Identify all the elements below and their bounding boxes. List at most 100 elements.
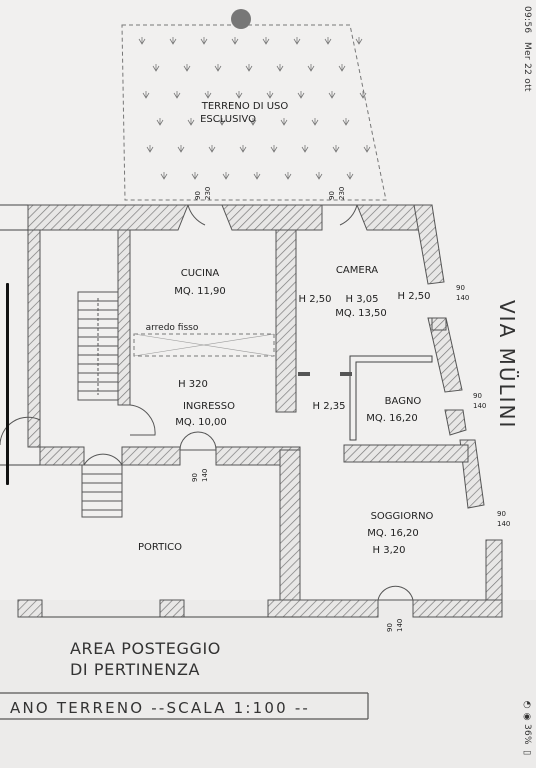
bagno-name: BAGNO	[385, 396, 422, 407]
scale-label: ANO TERRENO --SCALA 1:100 --	[10, 699, 310, 717]
opening-4-width: 90	[473, 392, 482, 400]
garden-mark	[307, 64, 315, 72]
door-swings	[0, 204, 414, 601]
opening-dimensions: 90 230 90 230 90 140 90 140 90 140 90 14…	[191, 187, 510, 632]
garden-mark	[191, 172, 199, 180]
parking-line2: DI PERTINENZA	[70, 660, 200, 679]
opening-6-height: 140	[201, 469, 209, 482]
opening-6-width: 90	[191, 473, 199, 482]
scroll-indicator[interactable]	[6, 283, 9, 485]
scale-banner: ANO TERRENO --SCALA 1:100 --	[0, 692, 369, 720]
ingresso-name: INGRESSO	[183, 401, 235, 412]
garden-mark	[270, 145, 278, 153]
garden-mark	[173, 91, 181, 99]
garden-mark	[253, 172, 261, 180]
garden-mark	[311, 118, 319, 126]
opening-5-width: 90	[497, 510, 506, 518]
garden-mark	[138, 37, 146, 45]
arredo-label: arredo fisso	[146, 323, 199, 333]
garden-mark	[200, 37, 208, 45]
garden-mark	[276, 64, 284, 72]
garden-mark	[249, 118, 257, 126]
opening-2-height: 230	[338, 187, 346, 200]
garden-mark	[315, 172, 323, 180]
opening-7-height: 140	[396, 619, 404, 632]
garden-mark	[245, 64, 253, 72]
wifi-icon: ◔	[522, 700, 532, 711]
garden-mark	[183, 64, 191, 72]
opening-1-height: 230	[204, 187, 212, 200]
opening-2-width: 90	[328, 191, 336, 200]
garden-mark	[293, 37, 301, 45]
cucina-area: MQ. 11,90	[174, 286, 225, 297]
battery-percent: 36%	[522, 724, 532, 745]
garden-area	[121, 9, 387, 201]
corridor-height: H 2,35	[313, 401, 346, 412]
staircase	[77, 291, 123, 518]
status-date: Mer 22 ott	[522, 42, 532, 92]
partitions	[0, 204, 433, 618]
bagno-area: MQ. 16,20	[366, 413, 417, 424]
camera-name: CAMERA	[336, 265, 378, 276]
garden-mark	[359, 91, 367, 99]
garden-mark	[324, 37, 332, 45]
garden-mark	[235, 91, 243, 99]
location-icon: ◉	[522, 712, 532, 723]
garden-mark	[346, 172, 354, 180]
garden-mark	[301, 145, 309, 153]
garden-mark	[280, 118, 288, 126]
garden-mark	[204, 91, 212, 99]
ingresso-area: MQ. 10,00	[175, 417, 226, 428]
portico-name: PORTICO	[138, 542, 182, 553]
status-bar: 09:56 Mer 22 ott ◔ ◉ 36% ▭	[514, 0, 536, 768]
garden-mark	[266, 91, 274, 99]
garden-mark	[231, 37, 239, 45]
garden-mark	[332, 145, 340, 153]
garden-mark	[177, 145, 185, 153]
garden-mark	[208, 145, 216, 153]
garden-mark	[239, 145, 247, 153]
garden-mark	[218, 118, 226, 126]
soggiorno-name: SOGGIORNO	[371, 511, 434, 522]
hole-punch-icon	[231, 9, 251, 29]
garden-mark	[214, 64, 222, 72]
garden-title-line2: ESCLUSIVO	[200, 114, 256, 125]
garden-mark	[152, 64, 160, 72]
garden-mark	[363, 145, 371, 153]
garden-mark	[222, 172, 230, 180]
battery-icon: ▭	[522, 748, 532, 759]
garden-mark	[146, 145, 154, 153]
garden-mark	[142, 91, 150, 99]
street-name: VIA MÜLINI	[495, 300, 519, 429]
opening-3-height: 140	[456, 294, 469, 302]
opening-1-width: 90	[194, 191, 202, 200]
camera-height-center: H 3,05	[346, 294, 379, 305]
opening-4-height: 140	[473, 402, 486, 410]
garden-mark	[297, 91, 305, 99]
walls	[17, 204, 503, 618]
camera-area: MQ. 13,50	[335, 308, 386, 319]
camera-height-left: H 2,50	[299, 294, 332, 305]
garden-mark	[156, 118, 164, 126]
fixed-furniture-area	[133, 333, 275, 357]
camera-height-right: H 2,50	[398, 291, 431, 302]
cucina-name: CUCINA	[181, 268, 220, 279]
garden-mark	[262, 37, 270, 45]
opening-7-width: 90	[386, 623, 394, 632]
garden-mark	[328, 91, 336, 99]
parking-line1: AREA POSTEGGIO	[70, 639, 221, 658]
soggiorno-height: H 3,20	[373, 545, 406, 556]
garden-mark	[169, 37, 177, 45]
garden-mark	[284, 172, 292, 180]
garden-mark	[355, 37, 363, 45]
garden-title-line1: TERRENO DI USO	[201, 101, 289, 112]
opening-5-height: 140	[497, 520, 510, 528]
garden-mark	[342, 118, 350, 126]
opening-3-width: 90	[456, 284, 465, 292]
garden-mark	[338, 64, 346, 72]
soggiorno-area: MQ. 16,20	[367, 528, 418, 539]
ingresso-height: H 320	[178, 379, 208, 390]
garden-mark	[160, 172, 168, 180]
